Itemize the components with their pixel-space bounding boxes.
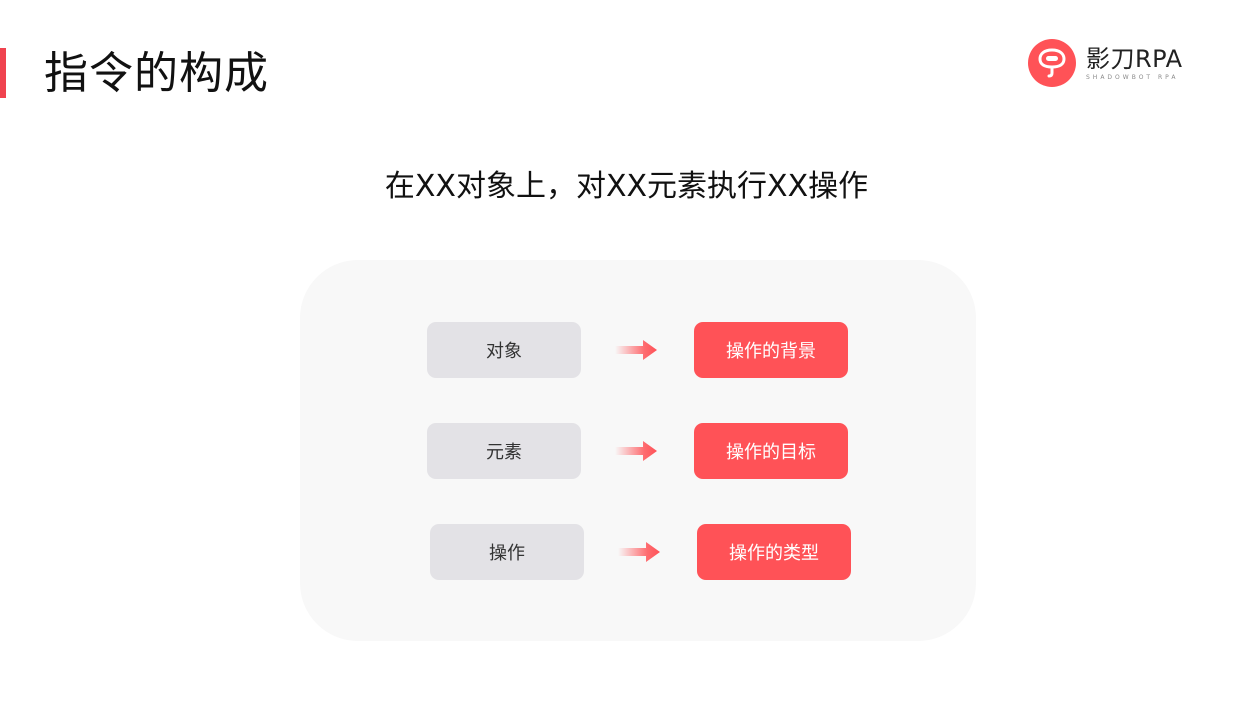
term-box-operation: 操作 [430,524,584,580]
meaning-box-element: 操作的目标 [694,423,848,479]
logo-text: 影刀RPA SHADOWBOT RPA [1086,45,1183,82]
arrow-right-icon [613,337,659,363]
logo-name: 影刀RPA [1086,44,1183,73]
composition-row-element: 元素 操作的目标 [427,423,848,479]
instruction-formula: 在XX对象上，对XX元素执行XX操作 [384,169,869,204]
brand-logo: 影刀RPA SHADOWBOT RPA [1028,38,1183,88]
meaning-box-object: 操作的背景 [694,322,848,378]
arrow-right-icon [613,438,659,464]
title-accent-bar [0,48,6,98]
term-box-element: 元素 [427,423,581,479]
arrow-right-icon [616,539,662,565]
logo-subtitle: SHADOWBOT RPA [1086,73,1179,81]
shadowbot-logo-icon [1028,39,1076,87]
composition-row-object: 对象 操作的背景 [427,322,848,378]
term-box-object: 对象 [427,322,581,378]
meaning-box-operation: 操作的类型 [697,524,851,580]
page-title: 指令的构成 [44,48,269,99]
composition-row-operation: 操作 操作的类型 [430,524,851,580]
